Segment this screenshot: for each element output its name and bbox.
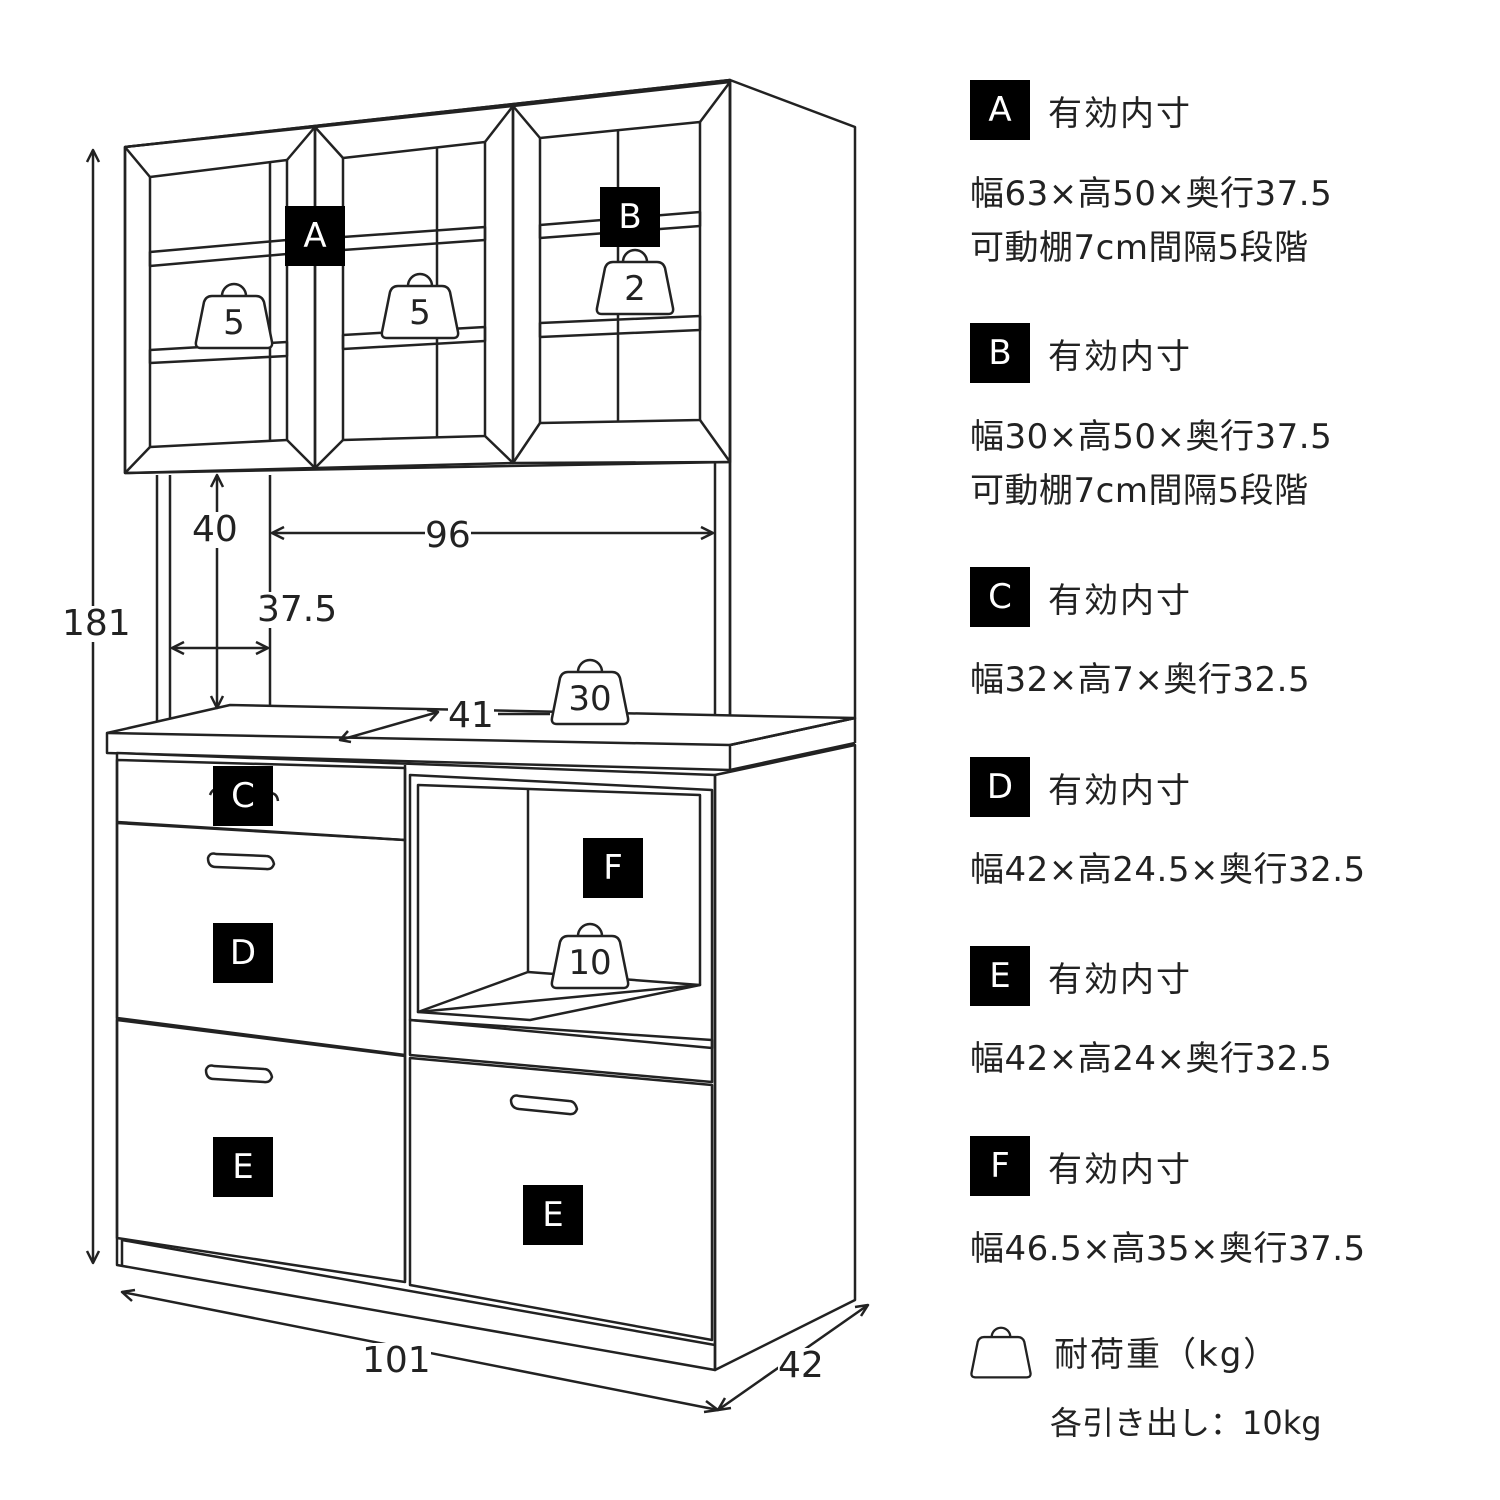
spec-f-heading: F 有効内寸 (970, 1136, 1192, 1196)
load-value: 10 (568, 943, 612, 983)
spec-f-title: 有効内寸 (1048, 1149, 1192, 1190)
spec-b-size: 幅30×高50×奥行37.5 (970, 417, 1333, 457)
spec-a-title: 有効内寸 (1048, 93, 1192, 134)
spec-b-badge: B (970, 323, 1030, 383)
height-dimension: 181 (62, 603, 131, 644)
spec-d-size: 幅42×高24.5×奥行32.5 (970, 850, 1366, 890)
load-mark-upper-mid: 5 (380, 262, 460, 346)
load-capacity-heading: 耐荷重（kg） (970, 1318, 1279, 1384)
load-value: 5 (409, 293, 431, 333)
spec-a-shelf: 可動棚7cm間隔5段階 (970, 228, 1309, 268)
weight-icon (550, 922, 630, 990)
counter-width-dimension: 96 (425, 515, 471, 556)
cupboard-diagram: 181 101 42 40 96 37.5 41 A B C D E E F 5… (62, 78, 870, 1414)
spec-c-title: 有効内寸 (1048, 580, 1192, 621)
upper-depth-dimension: 37.5 (257, 589, 338, 630)
weight-icon (595, 248, 675, 316)
spec-f-size: 幅46.5×高35×奥行37.5 (970, 1229, 1366, 1269)
load-mark-open-shelf: 10 (548, 912, 632, 996)
spec-c-heading: C 有効内寸 (970, 567, 1192, 627)
load-mark-upper-right: 2 (595, 238, 675, 322)
spec-e-heading: E 有効内寸 (970, 946, 1192, 1006)
spec-d-badge: D (970, 757, 1030, 817)
badge-f: F (583, 838, 643, 898)
spec-f-badge: F (970, 1136, 1030, 1196)
depth-dimension: 42 (778, 1345, 824, 1386)
spec-c-badge: C (970, 567, 1030, 627)
load-value: 2 (624, 269, 646, 309)
spec-e-badge: E (970, 946, 1030, 1006)
badge-a: A (285, 206, 345, 266)
badge-d: D (213, 923, 273, 983)
cupboard-line-drawing (85, 78, 870, 1414)
counter-height-dimension: 40 (192, 509, 238, 550)
spec-a-heading: A 有効内寸 (970, 80, 1192, 140)
badge-e-left: E (213, 1137, 273, 1197)
spec-e-title: 有効内寸 (1048, 959, 1192, 1000)
width-dimension: 101 (362, 1340, 431, 1381)
weight-icon (194, 282, 274, 350)
counter-depth-dimension: 41 (448, 695, 494, 736)
weight-icon (970, 1326, 1032, 1379)
spec-c-size: 幅32×高7×奥行32.5 (970, 660, 1311, 700)
load-mark-counter: 30 (548, 648, 632, 732)
weight-icon (380, 272, 460, 340)
load-mark-upper-left: 5 (194, 272, 274, 356)
badge-b: B (600, 187, 660, 247)
load-value: 5 (223, 303, 245, 343)
spec-e-size: 幅42×高24×奥行32.5 (970, 1039, 1333, 1079)
spec-d-title: 有効内寸 (1048, 770, 1192, 811)
load-value: 30 (568, 679, 612, 719)
spec-d-heading: D 有効内寸 (970, 757, 1192, 817)
load-capacity-note: 各引き出し：10kg (1050, 1404, 1322, 1442)
spec-legend: A 有効内寸 幅63×高50×奥行37.5 可動棚7cm間隔5段階 B 有効内寸… (970, 0, 1490, 1500)
spec-a-size: 幅63×高50×奥行37.5 (970, 174, 1333, 214)
load-capacity-title: 耐荷重（kg） (1054, 1334, 1280, 1375)
spec-b-title: 有効内寸 (1048, 336, 1192, 377)
badge-e-right: E (523, 1185, 583, 1245)
spec-a-badge: A (970, 80, 1030, 140)
spec-b-shelf: 可動棚7cm間隔5段階 (970, 471, 1309, 511)
weight-icon (550, 658, 630, 726)
spec-b-heading: B 有効内寸 (970, 323, 1192, 383)
badge-c: C (213, 766, 273, 826)
